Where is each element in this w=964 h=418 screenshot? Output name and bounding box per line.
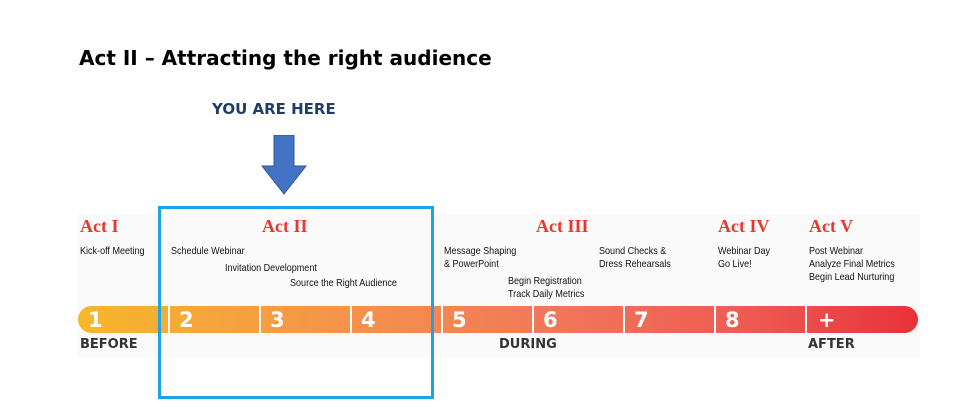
act-1-title: Act I [80,216,119,236]
phase-label-during: DURING [499,337,557,352]
act-2-task: Source the Right Audience [290,277,397,289]
step-divider [168,306,170,333]
act-4-task: Webinar Day [718,245,771,257]
act-3-title: Act III [536,216,589,236]
act-3-task: Sound Checks & [599,245,667,257]
step-divider [350,306,352,333]
act-4-title: Act IV [718,216,770,236]
step-number: + [818,308,836,332]
step-number: 3 [270,308,285,332]
timeline-graphic [78,214,920,358]
act-4-task: Go Live! [718,258,752,270]
act-5-task: Analyze Final Metrics [809,258,895,270]
act-3-task: Track Daily Metrics [508,288,585,300]
you-are-here-label: YOU ARE HERE [212,100,336,118]
timeline-bar [78,306,918,333]
step-number: 1 [88,308,103,332]
down-arrow-icon [261,135,307,195]
phase-label-before: BEFORE [80,337,138,352]
act-3-task: Dress Rehearsals [599,258,671,270]
step-divider [714,306,716,333]
step-number: 8 [725,308,740,332]
step-number: 4 [361,308,376,332]
phase-label-after: AFTER [808,337,855,352]
act-5-task: Begin Lead Nurturing [809,271,895,283]
step-divider [805,306,807,333]
act-3-task: Begin Registration [508,275,582,287]
act-2-task: Schedule Webinar [171,245,245,257]
current-act-highlight [158,206,434,399]
step-divider [441,306,443,333]
step-number: 5 [452,308,467,332]
act-5-title: Act V [809,216,854,236]
step-divider [623,306,625,333]
act-1-task: Kick-off Meeting [80,245,145,257]
act-3-task: Message Shaping [444,245,517,257]
slide-title: Act II – Attracting the right audience [79,46,492,70]
step-number: 7 [634,308,649,332]
act-3-task: & PowerPoint [444,258,499,270]
step-number: 2 [179,308,194,332]
act-2-task: Invitation Development [225,262,317,274]
step-number: 6 [543,308,558,332]
step-divider [259,306,261,333]
step-divider [532,306,534,333]
act-5-task: Post Webinar [809,245,864,257]
act-2-title: Act II [262,216,308,236]
